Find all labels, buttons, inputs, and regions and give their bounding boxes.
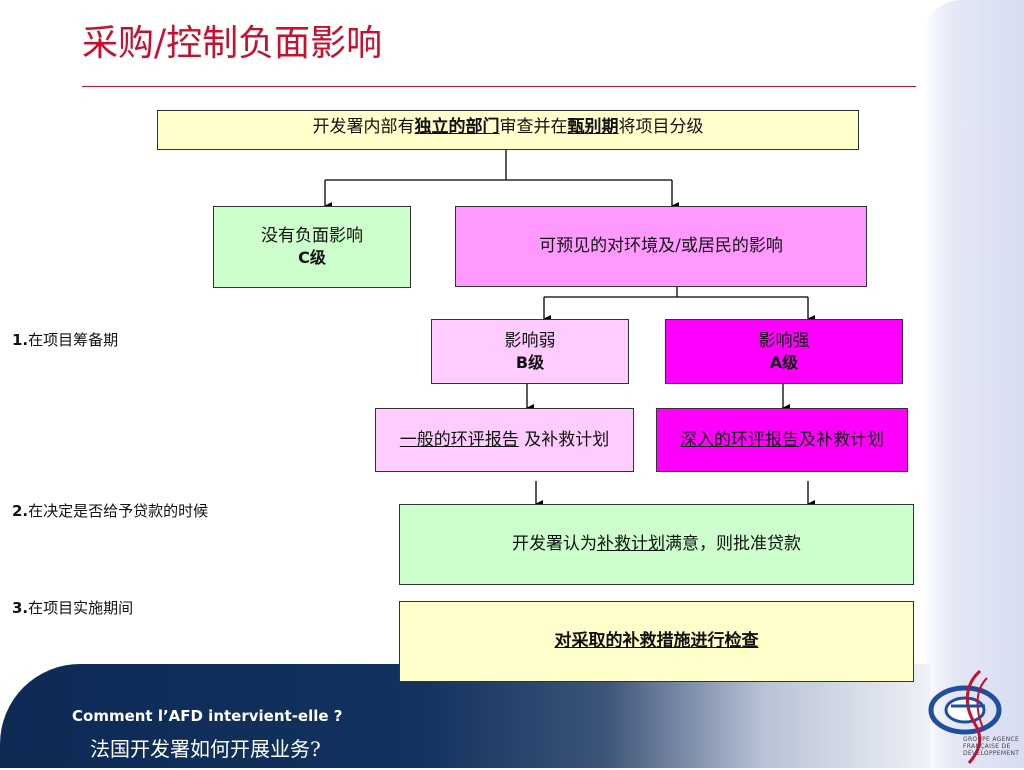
in-depth-eia-box: 深入的环评报告及补救计划: [656, 408, 908, 472]
phase-1-label: 1.在项目筹备期: [12, 331, 119, 349]
weak-impact-box: 影响弱 B级: [431, 319, 629, 384]
afd-logo: GROUPE AGENCE FRANÇAISE DE DÉVELOPPEMENT: [925, 668, 1021, 766]
loan-approval-box: 开发署认为补救计划满意，则批准贷款: [399, 504, 914, 585]
afd-logo-icon: [928, 669, 1002, 764]
grade-b-label: B级: [515, 352, 545, 372]
phase-2-label: 2.在决定是否给予贷款的时候: [12, 502, 209, 520]
screening-box: 开发署内部有独立的部门审查并在甄别期将项目分级: [157, 110, 859, 150]
in-depth-eia-link: 深入的环评报告: [680, 429, 799, 450]
inspection-text: 对采取的补救措施进行检查: [554, 631, 759, 651]
loan-approval-text: 开发署认为补救计划满意，则批准贷款: [512, 534, 801, 554]
footer-french-subtitle: Comment l’AFD intervient-elle ?: [72, 707, 343, 725]
phase-3-label: 3.在项目实施期间: [12, 599, 134, 617]
remediation-plan-link: 补救计划: [597, 534, 665, 554]
inspection-box: 对采取的补救措施进行检查: [399, 601, 914, 682]
grade-c-label: C级: [298, 248, 326, 267]
weak-impact-label: 影响弱: [504, 330, 556, 351]
screening-period-link: 甄别期: [567, 117, 619, 137]
foreseeable-impact-box: 可预见的对环境及/或居民的影响: [455, 206, 867, 287]
title-underline: [82, 86, 916, 87]
foreseeable-impact-label: 可预见的对环境及/或居民的影响: [539, 236, 783, 256]
general-eia-box: 一般的环评报告 及补救计划: [375, 408, 634, 472]
general-eia-link: 一般的环评报告: [399, 429, 519, 450]
screening-text: 开发署内部有独立的部门审查并在甄别期将项目分级: [312, 117, 704, 137]
no-impact-label: 没有负面影响: [261, 226, 363, 246]
strong-impact-box: 影响强 A级: [665, 319, 903, 384]
strong-impact-label: 影响强: [758, 330, 810, 351]
right-decor-band: [922, 0, 1024, 768]
footer-chinese-subtitle: 法国开发署如何开展业务?: [90, 737, 321, 761]
no-impact-box: 没有负面影响 C级: [213, 206, 411, 288]
independent-department-link: 独立的部门: [414, 117, 500, 137]
in-depth-eia-text: 深入的环评报告及补救计划: [680, 429, 884, 450]
slide-title: 采购/控制负面影响: [82, 23, 383, 64]
grade-a-label: A级: [769, 352, 799, 372]
general-eia-text: 一般的环评报告 及补救计划: [399, 429, 610, 450]
afd-logo-text: GROUPE AGENCE FRANÇAISE DE DÉVELOPPEMENT: [963, 736, 1020, 757]
